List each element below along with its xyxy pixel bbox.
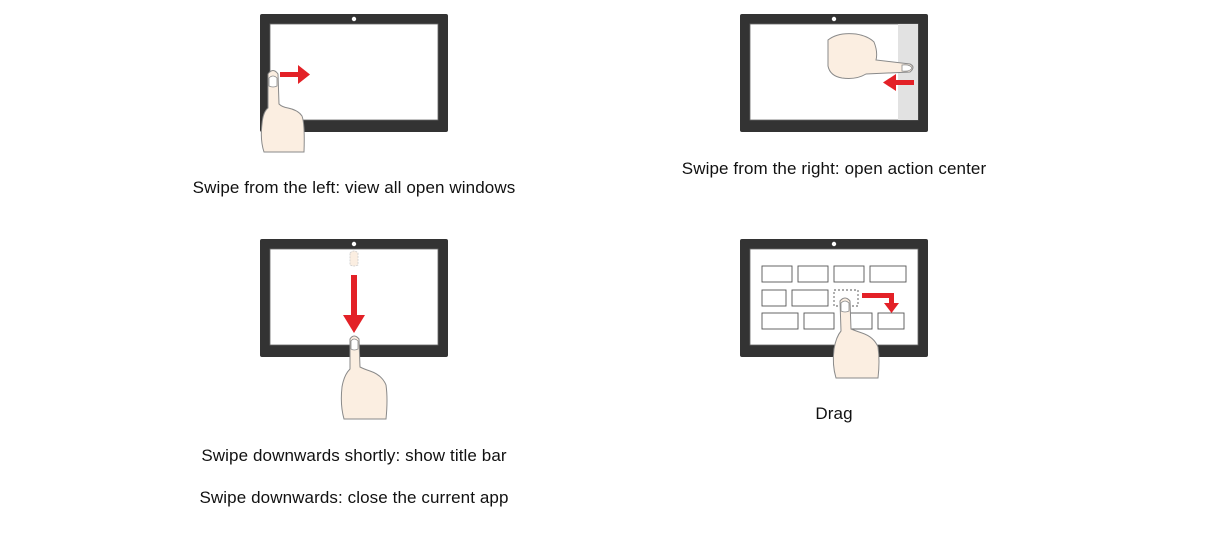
caption-drag: Drag: [815, 404, 853, 423]
caption-swipe-down: Swipe downwards: close the current app: [199, 488, 509, 507]
caption-swipe-right: Swipe from the right: open action center: [681, 159, 987, 178]
finger-icon: [827, 33, 914, 79]
camera-icon: [351, 241, 357, 247]
finger-icon: [260, 70, 305, 153]
finger-icon: [340, 335, 388, 420]
finger-icon: [832, 297, 880, 379]
arrow-left-icon: [883, 74, 914, 91]
arrow-right-icon: [280, 65, 310, 84]
drag-illustration: [738, 237, 930, 381]
tablet-icon: [740, 239, 928, 379]
drag-arrow-icon: [862, 293, 899, 313]
tablet-icon: [260, 239, 448, 420]
swipe-left-illustration: [258, 12, 450, 154]
swipe-right-illustration: [738, 12, 930, 134]
camera-icon: [351, 16, 357, 22]
ghost-fingertip: [349, 250, 359, 267]
tablet-icon: [260, 14, 448, 153]
arrow-down-icon: [343, 275, 365, 333]
caption-swipe-down-short: Swipe downwards shortly: show title bar: [201, 446, 507, 465]
tiles: [761, 265, 907, 330]
camera-icon: [831, 16, 837, 22]
tablet-icon: [740, 14, 928, 132]
caption-swipe-left: Swipe from the left: view all open windo…: [192, 178, 516, 197]
swipe-down-illustration: [258, 237, 450, 423]
camera-icon: [831, 241, 837, 247]
